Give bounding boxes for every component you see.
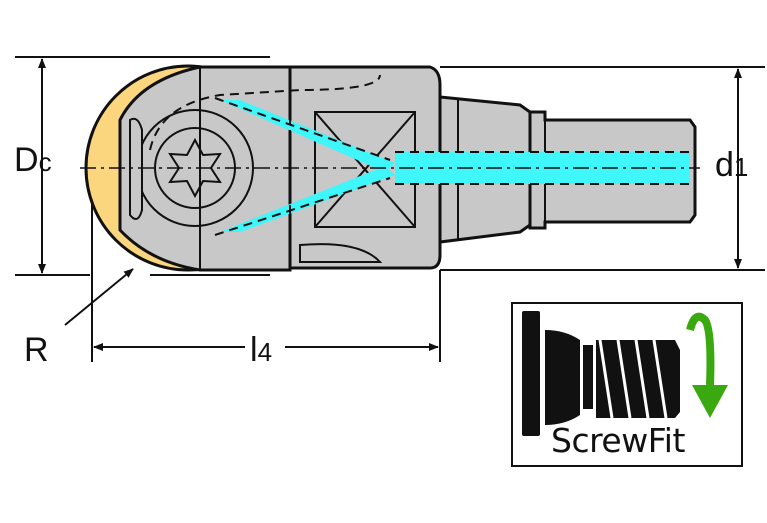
rotate-arrow-icon bbox=[686, 312, 728, 418]
torx-screw-icon bbox=[168, 137, 222, 199]
screwfit-text: ScrewFit bbox=[551, 421, 685, 460]
screwfit-icon bbox=[522, 311, 680, 436]
r-label: R bbox=[24, 331, 49, 369]
d1-label: d1 bbox=[715, 146, 749, 184]
dc-label: Dc bbox=[14, 141, 52, 179]
r-leader-arrow bbox=[64, 268, 134, 326]
l4-label: l4 bbox=[250, 331, 273, 369]
